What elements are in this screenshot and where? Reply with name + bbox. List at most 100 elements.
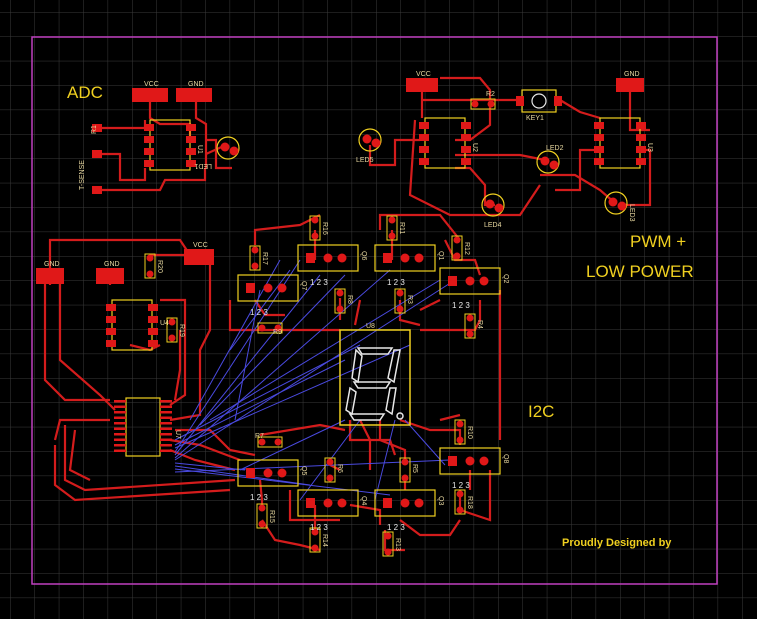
led3-pad1[interactable] xyxy=(608,197,618,207)
u7-pin-r3[interactable] xyxy=(160,416,172,420)
q7-pin1[interactable] xyxy=(246,283,255,293)
r14-pad1[interactable] xyxy=(311,528,319,536)
u7-pin-r6[interactable] xyxy=(160,433,172,436)
q4-pin3[interactable] xyxy=(337,498,347,508)
r1-pad1[interactable] xyxy=(92,124,102,132)
led3-pad2[interactable] xyxy=(617,201,627,211)
u1-pin-l2[interactable] xyxy=(144,148,154,155)
r15-pad1[interactable] xyxy=(258,504,266,512)
q8-pin2[interactable] xyxy=(465,456,475,466)
gnd-pad-left-2[interactable] xyxy=(96,268,124,284)
t-sense-pad[interactable] xyxy=(92,186,102,194)
led2-pad2[interactable] xyxy=(549,160,559,170)
u7-pin-r1[interactable] xyxy=(160,405,172,409)
u3-pin-r1[interactable] xyxy=(636,134,646,141)
r2-pad1[interactable] xyxy=(471,100,479,108)
u7-pin-l0[interactable] xyxy=(114,400,126,403)
r16-pad1[interactable] xyxy=(311,216,319,224)
led1-pad2[interactable] xyxy=(229,146,239,156)
r15-pad2[interactable] xyxy=(258,520,266,528)
seven-segment-u8[interactable] xyxy=(339,329,411,426)
r19-pad1[interactable] xyxy=(168,318,176,326)
q1-pin3[interactable] xyxy=(414,253,424,263)
r20-pad1[interactable] xyxy=(146,254,154,262)
q1-pin2[interactable] xyxy=(400,253,410,263)
r18-pad1[interactable] xyxy=(456,490,464,498)
u7-pin-r4[interactable] xyxy=(160,422,172,425)
led4-pad2[interactable] xyxy=(494,203,504,213)
vcc-pad-adc[interactable] xyxy=(132,88,168,102)
u4-pin-r2[interactable] xyxy=(148,328,158,335)
q7-pin3[interactable] xyxy=(277,283,287,293)
u1-pin-l3[interactable] xyxy=(144,160,154,167)
q5-pin3[interactable] xyxy=(277,468,287,478)
u7-pin-l5[interactable] xyxy=(114,427,126,431)
q2-pin3[interactable] xyxy=(479,276,489,286)
r17-pad1[interactable] xyxy=(251,246,259,254)
u2-pin-r3[interactable] xyxy=(461,158,471,165)
q8-pin3[interactable] xyxy=(479,456,489,466)
gnd-pad-pwm[interactable] xyxy=(616,78,644,92)
u7-pin-l4[interactable] xyxy=(114,422,126,425)
u7-pin-r7[interactable] xyxy=(160,438,172,442)
r4-pad2[interactable] xyxy=(466,330,474,338)
u3-pin-r3[interactable] xyxy=(636,158,646,165)
u2-pin-l1[interactable] xyxy=(419,134,429,141)
q3-pin3[interactable] xyxy=(414,498,424,508)
r5-pad1[interactable] xyxy=(401,458,409,466)
u4-pin-l0[interactable] xyxy=(106,304,116,311)
q5-pin2[interactable] xyxy=(263,468,273,478)
gnd-pad-left-1[interactable] xyxy=(36,268,64,284)
u7-pin-l3[interactable] xyxy=(114,416,126,420)
u7-pin-l2[interactable] xyxy=(114,411,126,414)
vcc-pad-pwm[interactable] xyxy=(406,78,438,92)
r12-pad1[interactable] xyxy=(453,236,461,244)
r2-pad2[interactable] xyxy=(487,100,495,108)
u7-pin-r5[interactable] xyxy=(160,427,172,431)
u7-pin-l6[interactable] xyxy=(114,433,126,436)
r8-pad1[interactable] xyxy=(336,289,344,297)
r6-pad1[interactable] xyxy=(326,458,334,466)
q3-pin1[interactable] xyxy=(383,498,392,508)
r5-pad2[interactable] xyxy=(401,474,409,482)
r11-pad2[interactable] xyxy=(388,232,396,240)
u2-pin-r2[interactable] xyxy=(461,146,471,153)
q2-pin2[interactable] xyxy=(465,276,475,286)
u3-pin-l0[interactable] xyxy=(594,122,604,129)
led4-pad1[interactable] xyxy=(485,199,495,209)
gnd-pad-adc[interactable] xyxy=(176,88,212,102)
u7-pin-r8[interactable] xyxy=(160,444,172,447)
r19-pad2[interactable] xyxy=(168,334,176,342)
q3-pin2[interactable] xyxy=(400,498,410,508)
u7-pin-l9[interactable] xyxy=(114,449,126,453)
u3-pin-r2[interactable] xyxy=(636,146,646,153)
q8-pin1[interactable] xyxy=(448,456,457,466)
r14-pad2[interactable] xyxy=(311,544,319,552)
led2-pad1[interactable] xyxy=(540,156,550,166)
u1-pin-r0[interactable] xyxy=(186,124,196,131)
r13-pad1[interactable] xyxy=(384,532,392,540)
u3-pin-r0[interactable] xyxy=(636,122,646,129)
u1-pin-r2[interactable] xyxy=(186,148,196,155)
u2-pin-l0[interactable] xyxy=(419,122,429,129)
r9-pad2[interactable] xyxy=(274,324,282,332)
u3-pin-l1[interactable] xyxy=(594,134,604,141)
r18-pad2[interactable] xyxy=(456,506,464,514)
u7-pin-r2[interactable] xyxy=(160,411,172,414)
u2-pin-r1[interactable] xyxy=(461,134,471,141)
u2-pin-l2[interactable] xyxy=(419,146,429,153)
r3-pad1[interactable] xyxy=(396,289,404,297)
u4-pin-l2[interactable] xyxy=(106,328,116,335)
u1-pin-l1[interactable] xyxy=(144,136,154,143)
r20-pad2[interactable] xyxy=(146,270,154,278)
key1-pad1[interactable] xyxy=(516,96,524,106)
led5-pad1[interactable] xyxy=(362,134,372,144)
r10-pad1[interactable] xyxy=(456,420,464,428)
r7-pad1[interactable] xyxy=(258,438,266,446)
u7-pin-l1[interactable] xyxy=(114,405,126,409)
u2-pin-l3[interactable] xyxy=(419,158,429,165)
r3-pad2[interactable] xyxy=(396,305,404,313)
r7-pad2[interactable] xyxy=(274,438,282,446)
u4-pin-r1[interactable] xyxy=(148,316,158,323)
